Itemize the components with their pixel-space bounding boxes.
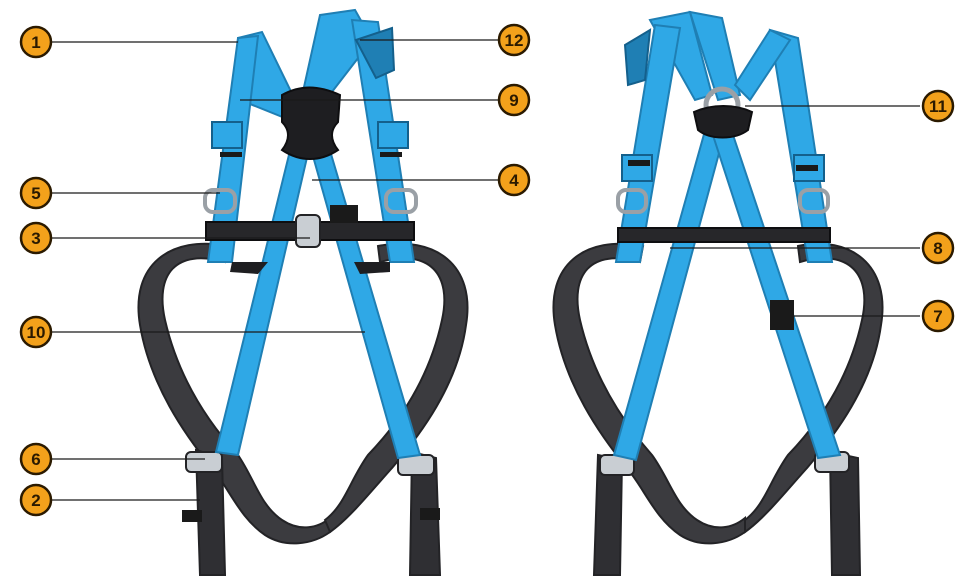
front-right-keeper-top — [380, 152, 402, 157]
callout-2-number: 2 — [31, 491, 40, 510]
callout-12-number: 12 — [505, 31, 524, 50]
back-belt-strap — [618, 228, 830, 242]
back-strap-keeper — [770, 300, 794, 330]
front-right-adjuster — [378, 122, 408, 148]
callout-8-number: 8 — [933, 239, 942, 258]
back-left-keeper — [628, 160, 650, 166]
callout-8: 8 — [923, 233, 953, 263]
front-right-leg-strap-tab — [354, 262, 390, 274]
front-left-keeper — [182, 510, 202, 522]
callout-1: 1 — [21, 27, 51, 57]
callout-9: 9 — [499, 85, 529, 115]
front-left-leg-buckle — [186, 452, 222, 472]
callout-7: 7 — [923, 301, 953, 331]
front-sternal-plate — [282, 88, 340, 160]
callout-5-number: 5 — [31, 184, 40, 203]
callout-3: 3 — [21, 223, 51, 253]
front-view — [138, 10, 467, 575]
callout-2: 2 — [21, 485, 51, 515]
callout-6: 6 — [21, 444, 51, 474]
callout-7-number: 7 — [933, 307, 942, 326]
front-left-adjuster — [212, 122, 242, 148]
front-right-keeper — [420, 508, 440, 520]
callout-1-number: 1 — [31, 33, 40, 52]
callout-6-number: 6 — [31, 450, 40, 469]
callout-4-number: 4 — [509, 171, 519, 190]
callout-4: 4 — [499, 165, 529, 195]
back-left-adjuster — [622, 155, 652, 181]
callout-9-number: 9 — [509, 91, 518, 110]
back-right-keeper — [796, 165, 818, 171]
callout-5: 5 — [21, 178, 51, 208]
callout-10-number: 10 — [27, 323, 46, 342]
back-plate — [694, 106, 752, 138]
callout-3-number: 3 — [31, 229, 40, 248]
callout-10: 10 — [21, 317, 51, 347]
back-view — [553, 12, 882, 575]
callout-11-number: 11 — [929, 97, 947, 116]
callout-11: 11 — [923, 91, 953, 121]
callout-12: 12 — [499, 25, 529, 55]
front-left-keeper-top — [220, 152, 242, 157]
front-chest-buckle — [296, 215, 320, 247]
front-chest-keeper — [330, 205, 358, 223]
